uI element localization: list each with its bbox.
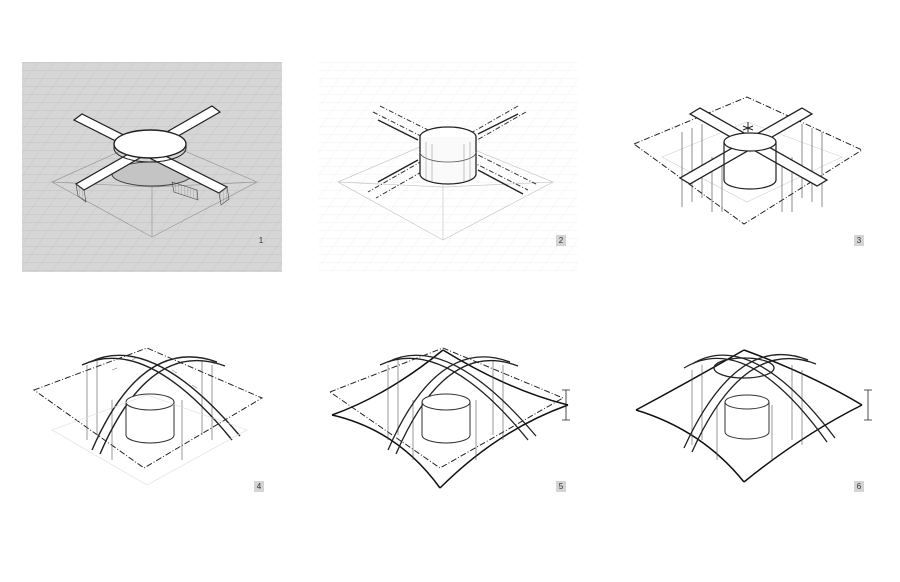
step-5-diagram [328,347,570,489]
step-number-badge: 3 [854,235,864,246]
step-4-diagram [32,347,264,486]
step-panel-3: 3 [622,62,882,272]
step-number-badge: 4 [254,481,264,492]
step-number-badge: 2 [556,235,566,246]
step-panel-6: 6 [622,320,882,530]
step-number-badge: 1 [258,236,264,245]
step-3-diagram [632,96,864,225]
step-2-diagram [318,62,578,272]
step-panel-1: 1 [22,62,282,272]
step-1-diagram [22,62,282,272]
step-number-badge: 5 [556,481,566,492]
step-number-badge: 6 [854,481,864,492]
step-6-diagram [635,349,872,483]
step-panel-2: 2 [318,62,578,272]
step-panel-5: 5 [318,320,578,530]
step-panel-4: 4 [22,320,282,530]
